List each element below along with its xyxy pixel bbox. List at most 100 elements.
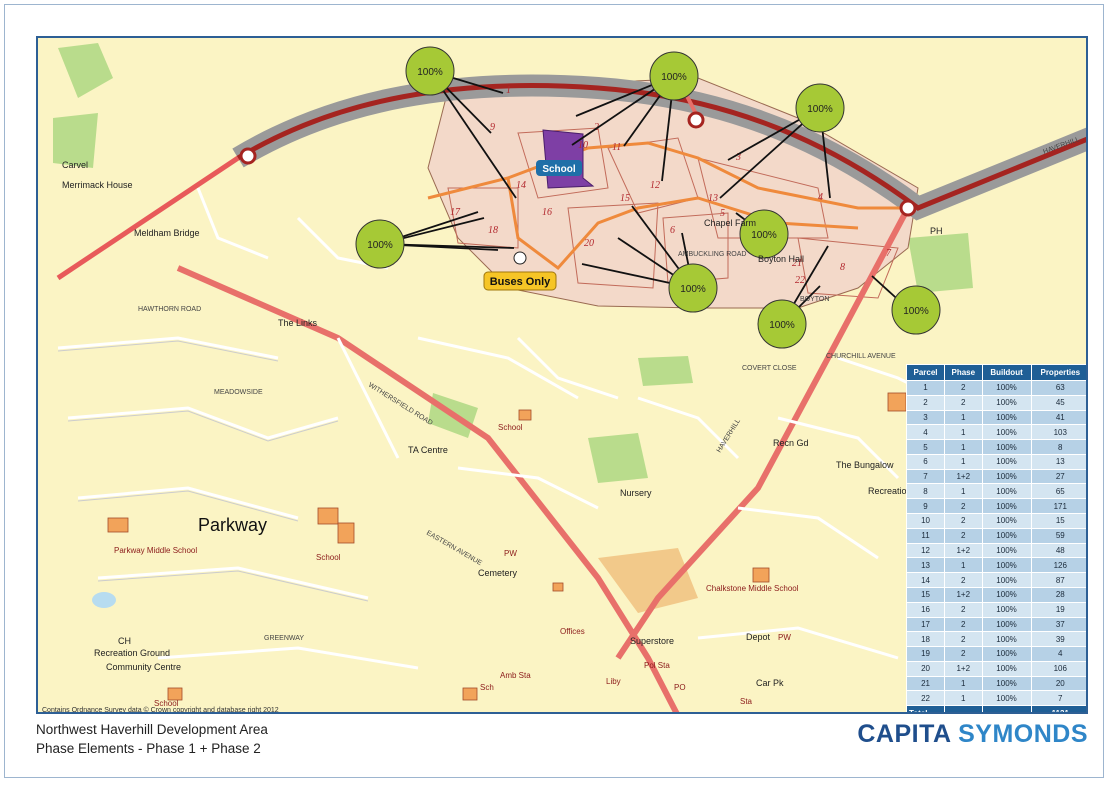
table-cell: 100% xyxy=(981,572,1032,588)
table-cell: 171 xyxy=(1030,498,1086,515)
table-cell: 28 xyxy=(1030,586,1086,603)
parcel-number: 21 xyxy=(792,258,802,269)
logo-part: SYMONDS xyxy=(958,720,1088,748)
table-cell: 1 xyxy=(944,690,983,707)
superstore-area xyxy=(598,548,698,613)
parcel-number: 3 xyxy=(735,152,741,163)
caption-line: Northwest Haverhill Development Area xyxy=(36,722,268,737)
parcel-number: 16 xyxy=(542,207,552,218)
total-value: 1131 xyxy=(1030,705,1086,712)
parcel-outline xyxy=(517,127,609,199)
table-cell: 9 xyxy=(905,498,946,515)
place-label: Community Centre xyxy=(106,662,181,672)
parcel-number: 13 xyxy=(708,193,718,204)
buildout-circle-label: 100% xyxy=(680,284,706,295)
table-header-row: Parcel Phase Buildout Properties xyxy=(905,364,1086,381)
page-frame xyxy=(4,4,1104,778)
boyton-road xyxy=(615,206,911,660)
buildout-circle xyxy=(405,46,455,96)
table-cell: 100% xyxy=(981,631,1032,648)
place-label: Cemetery xyxy=(478,568,518,578)
table-cell: 100% xyxy=(981,586,1032,603)
parcel-outline xyxy=(697,157,829,239)
parcel-outline xyxy=(662,212,729,284)
table-cell: 100% xyxy=(981,513,1032,529)
parcel-outline xyxy=(797,237,899,299)
place-label: Nursery xyxy=(620,488,652,498)
place-label: The Links xyxy=(278,318,318,328)
table-cell: 48 xyxy=(1030,542,1086,559)
table-cell: 13 xyxy=(1030,453,1086,470)
school-label: Sta xyxy=(740,697,753,706)
bus-icon xyxy=(513,251,527,265)
table-cell: 2 xyxy=(944,513,983,529)
school-label: PO xyxy=(674,683,686,692)
table-cell: 106 xyxy=(1030,660,1086,677)
road-label: EASTERN AVENUE xyxy=(425,530,483,568)
table-cell: 1 xyxy=(944,424,983,441)
table-cell: 39 xyxy=(1030,631,1086,648)
table-cell: 22 xyxy=(905,690,946,707)
parcel-number: 22 xyxy=(795,275,805,286)
buildout-circle xyxy=(355,219,405,269)
table-cell: 19 xyxy=(1030,601,1086,618)
table-cell: 100% xyxy=(981,453,1032,470)
map-canvas: School Buses Only 1 2 3 4 5 6 7 8 9 10 1… xyxy=(42,43,1086,714)
map-caption: Northwest Haverhill Development Area Pha… xyxy=(36,720,268,758)
table-cell: 20 xyxy=(1030,675,1086,692)
school-label: Sch xyxy=(480,683,494,692)
table-cell: 13 xyxy=(905,557,946,574)
table-cell: 15 xyxy=(905,586,946,603)
table-cell: 10 xyxy=(905,513,946,529)
table-cell: 1 xyxy=(944,453,983,470)
road-label: GREENWAY xyxy=(264,635,304,642)
table-cell: 100% xyxy=(981,380,1032,396)
copyright-credit: Contains Ordnance Survey data © Crown co… xyxy=(42,706,279,714)
buildout-circle xyxy=(795,83,845,133)
buildout-circle-label: 100% xyxy=(367,240,393,251)
table-cell: 2 xyxy=(944,527,983,544)
roundabout xyxy=(687,111,705,129)
table-cell: 103 xyxy=(1030,424,1086,441)
roundabout xyxy=(899,199,917,217)
table-cell: 100% xyxy=(981,468,1032,485)
table-cell: 7 xyxy=(905,468,946,485)
table-cell: 18 xyxy=(905,631,946,648)
place-label: Recreation Gr xyxy=(868,486,924,496)
table-cell: 8 xyxy=(905,483,946,500)
buildout-circle xyxy=(757,299,807,349)
school-label: Offices xyxy=(560,627,585,636)
table-cell: 2 xyxy=(944,646,983,662)
buildout-circle xyxy=(649,51,699,101)
buses-only-label: Buses Only xyxy=(490,276,551,288)
table-cell: 100% xyxy=(981,646,1032,662)
place-label: The Bungalow xyxy=(836,460,894,470)
buildout-circle xyxy=(739,209,789,259)
table-cell: 100% xyxy=(981,690,1032,707)
table-cell: 100% xyxy=(981,439,1032,455)
table-cell: 1+2 xyxy=(944,660,983,677)
green-area xyxy=(58,43,113,98)
total-label: Total xyxy=(905,705,946,712)
table-cell: 126 xyxy=(1030,557,1086,574)
withersfield-road xyxy=(176,265,680,712)
bypass-road xyxy=(236,83,1086,211)
table-cell: 19 xyxy=(905,646,946,662)
table-cell: 100% xyxy=(981,675,1032,692)
main-road xyxy=(56,155,240,281)
parcel-number: 10 xyxy=(578,140,588,151)
table-cell: 100% xyxy=(981,498,1032,515)
